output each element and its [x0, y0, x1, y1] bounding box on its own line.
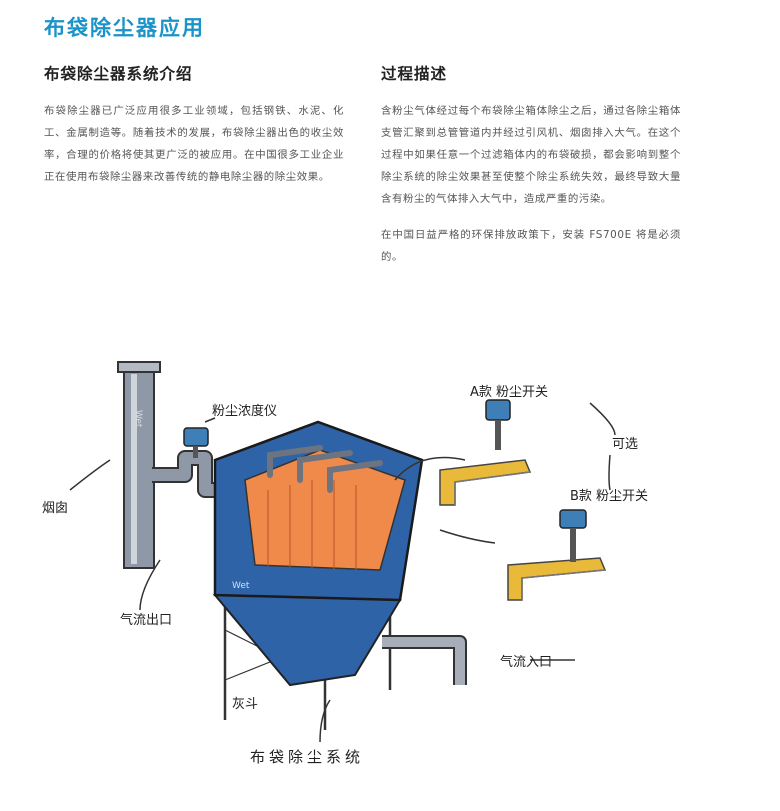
label-dust-meter: 粉尘浓度仪	[212, 403, 277, 419]
switch-a-duct	[439, 399, 532, 506]
cabinet-mark: Wet	[232, 581, 250, 591]
process-paragraph-2: 在中国日益严格的环保排放政策下，安装 FS700E 将是必须的。	[381, 229, 681, 263]
label-optional: 可选	[612, 437, 638, 452]
label-switch-b: B款 粉尘开关	[570, 489, 648, 504]
label-gas-inlet: 气流入口	[500, 654, 552, 670]
page-title: 布袋除尘器应用	[44, 16, 205, 40]
label-ash-hopper: 灰斗	[232, 697, 258, 712]
process-paragraph-1: 含粉尘气体经过每个布袋除尘箱体除尘之后，通过各除尘箱体支管汇聚到总管管道内并经过…	[381, 105, 681, 205]
intro-paragraph: 布袋除尘器已广泛应用很多工业领域，包括钢铁、水泥、化工、金属制造等。随着技术的发…	[44, 105, 344, 183]
label-gas-outlet: 气流出口	[120, 612, 172, 628]
svg-text:Wet: Wet	[133, 410, 143, 428]
process-heading: 过程描述	[381, 65, 448, 83]
dust-meter-icon	[183, 427, 209, 458]
outlet-pipe	[152, 450, 222, 498]
baghouse-housing: Wet	[213, 420, 424, 602]
process-section: 过程描述 含粉尘气体经过每个布袋除尘箱体除尘之后，通过各除尘箱体支管汇聚到总管管…	[381, 62, 681, 282]
intro-section: 布袋除尘器系统介绍 布袋除尘器已广泛应用很多工业领域，包括钢铁、水泥、化工、金属…	[44, 62, 344, 202]
switch-a-icon	[485, 399, 511, 421]
label-chimney: 烟囱	[42, 501, 68, 516]
ash-hopper-drawing	[212, 593, 402, 687]
switch-b-duct	[507, 509, 607, 601]
label-switch-a: A款 粉尘开关	[470, 385, 548, 400]
label-system: 布袋除尘系统	[250, 748, 364, 766]
chimney-drawing: Wet	[117, 361, 161, 569]
annotation-arrows	[69, 402, 616, 743]
intro-heading: 布袋除尘器系统介绍	[44, 65, 193, 83]
baghouse-illustration: Wet Wet	[42, 361, 648, 766]
switch-b-icon	[559, 509, 587, 529]
inlet-pipe	[382, 635, 467, 685]
